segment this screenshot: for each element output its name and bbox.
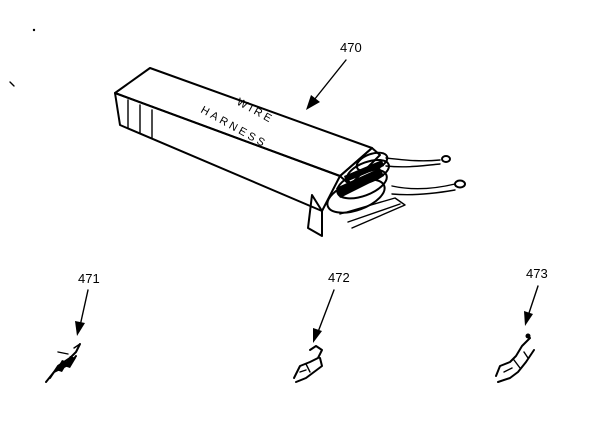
wire-leads <box>385 155 466 196</box>
box-shading <box>127 99 153 139</box>
wire-coils <box>326 151 406 229</box>
box-front-face <box>114 92 341 212</box>
callout-470: 470 <box>340 40 362 55</box>
wire-harness-box: WIRE HARNESS <box>114 67 466 237</box>
speck <box>32 28 36 32</box>
box-top-face <box>114 67 373 177</box>
terminal-473 <box>495 333 535 383</box>
leader-arrow-472 <box>313 289 335 343</box>
box-lid-flap <box>307 194 323 237</box>
terminal-472 <box>293 345 323 383</box>
callout-472: 472 <box>328 270 350 285</box>
callout-473: 473 <box>526 266 548 281</box>
leader-arrow-470 <box>306 59 347 110</box>
leader-arrow-473 <box>524 285 539 326</box>
box-end-flap <box>339 147 381 186</box>
speck <box>9 81 15 87</box>
terminal-471 <box>45 343 81 383</box>
leader-arrow-471 <box>75 289 89 336</box>
callout-471: 471 <box>78 271 100 286</box>
